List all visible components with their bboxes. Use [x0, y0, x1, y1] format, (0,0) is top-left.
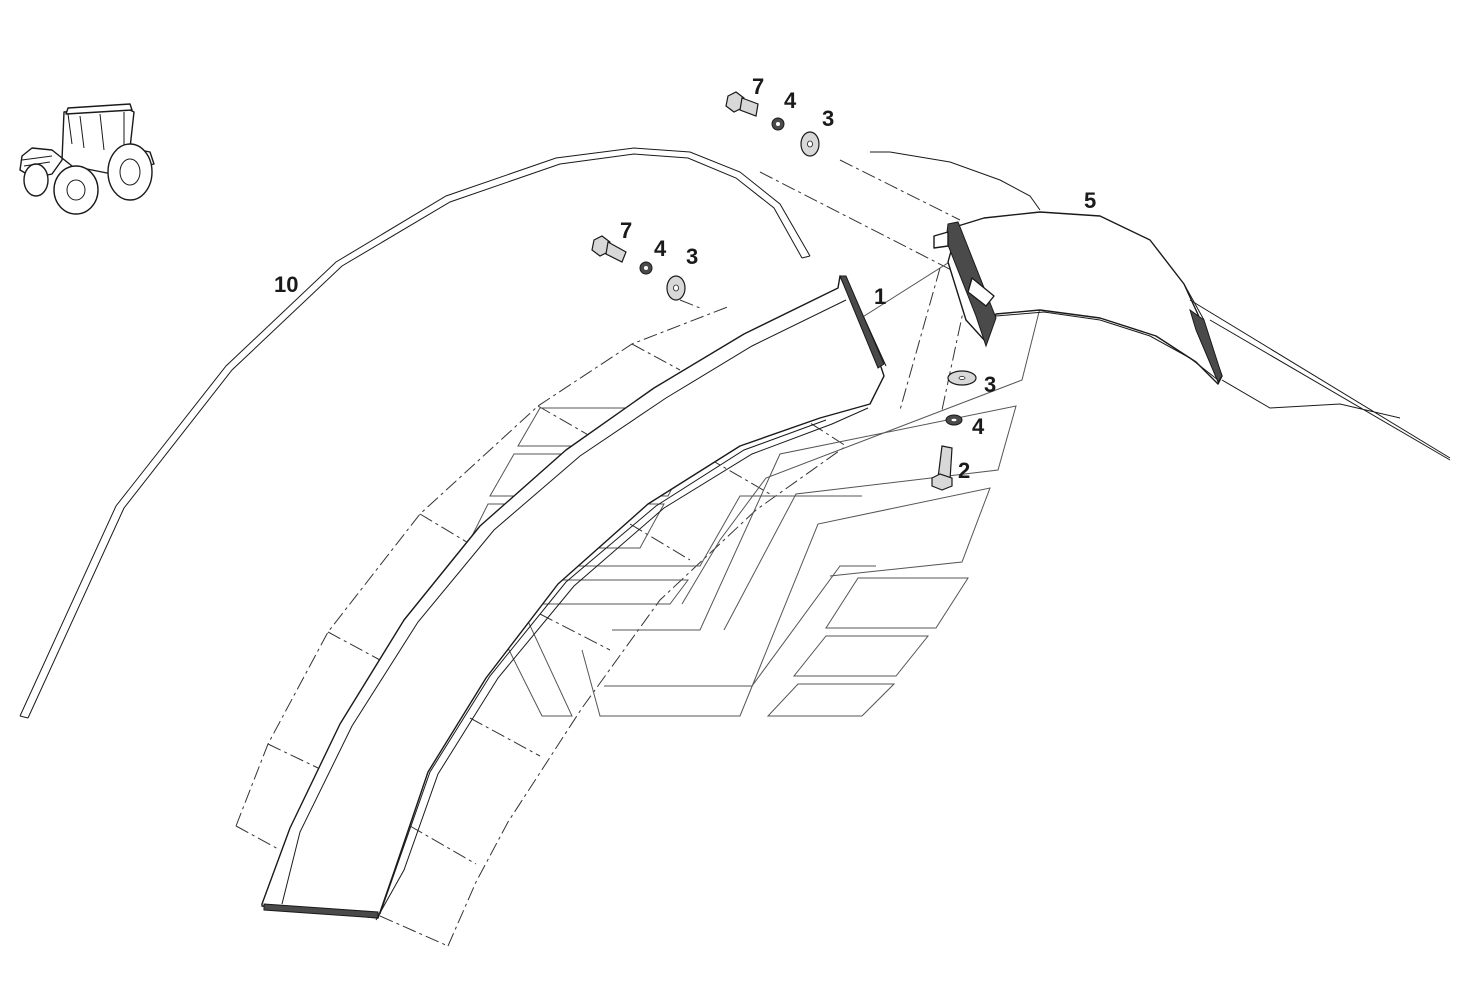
callout-lockwasher-top: 4 [784, 88, 797, 113]
lockwasher-top-icon [771, 117, 785, 131]
callout-fender-right: 5 [1084, 188, 1096, 213]
callout-washer-mid: 3 [686, 244, 698, 269]
fastener-set-right [931, 370, 977, 491]
lockwasher-right-icon [945, 414, 963, 426]
callout-washer-top: 3 [822, 106, 834, 131]
callout-bolt-mid: 7 [620, 218, 632, 243]
lockwasher-mid-icon [639, 261, 653, 275]
callout-lockwasher-mid: 4 [654, 236, 667, 261]
callout-washer-right: 3 [984, 372, 996, 397]
fastener-set-middle [591, 235, 686, 301]
bolt-top-icon [725, 91, 759, 117]
callout-labels: 1 2 3 3 3 4 4 4 5 7 7 10 [274, 74, 1096, 483]
bolt-lower-icon [931, 445, 953, 491]
callout-bolt-top: 7 [752, 74, 764, 99]
fender-right-part [870, 151, 1451, 461]
background-logo-pattern [462, 229, 1059, 717]
washer-mid-icon [666, 275, 686, 301]
fastener-set-top [725, 91, 820, 157]
callout-seal-strip: 10 [274, 272, 298, 297]
callout-fender-left: 1 [874, 284, 886, 309]
seal-strip-part [19, 147, 811, 719]
callout-lockwasher-right: 4 [972, 414, 985, 439]
tractor-icon [19, 103, 155, 215]
washer-top-icon [800, 131, 820, 157]
bolt-mid-icon [591, 235, 627, 263]
fender-left-part [261, 275, 887, 921]
callout-bolt-lower: 2 [958, 458, 970, 483]
washer-right-icon [947, 370, 977, 386]
